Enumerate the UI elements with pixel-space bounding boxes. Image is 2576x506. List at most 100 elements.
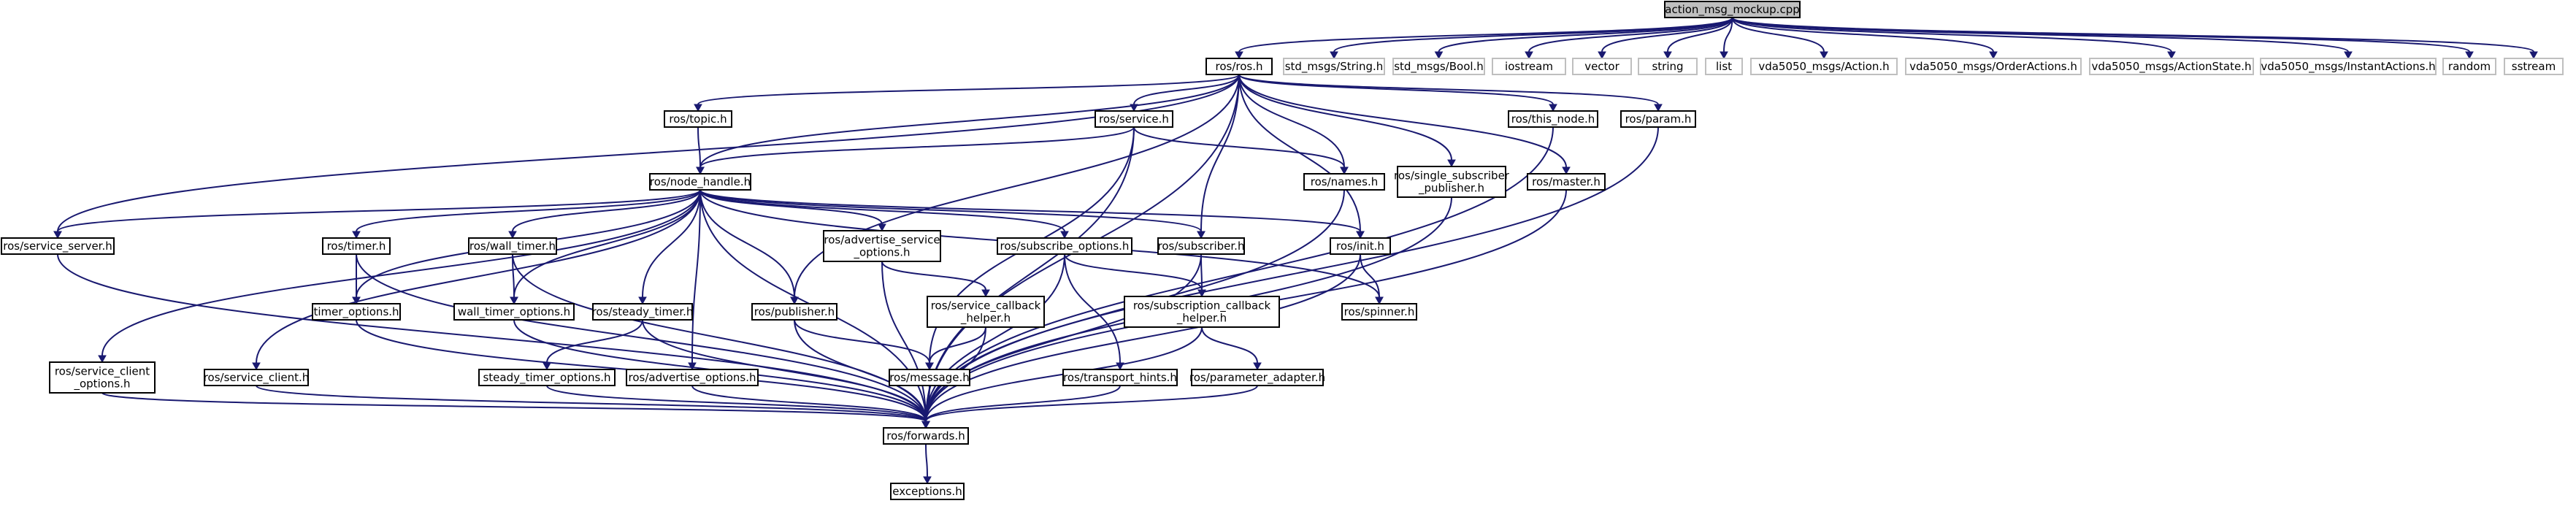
node-exceptions[interactable]: exceptions.h: [890, 483, 965, 500]
node-subscription-callback-helper[interactable]: ros/subscription_callback_helper.h: [1124, 296, 1280, 328]
node-forwards[interactable]: ros/forwards.h: [883, 427, 969, 445]
node-label: vda5050_msgs/InstantActions.h: [2261, 60, 2435, 74]
node-adv-service-opts[interactable]: ros/advertise_service_options.h: [823, 230, 941, 262]
edge-service_callback_helper-to-message: [925, 326, 986, 371]
edge-node_handle-to-adv_service_opts: [699, 189, 886, 232]
node-label: ros/param.h: [1625, 112, 1692, 126]
node-box: [1095, 110, 1173, 128]
node-publisher[interactable]: ros/publisher.h: [751, 303, 837, 321]
node-box: [1283, 58, 1385, 75]
node-service-client-opts[interactable]: ros/service_client_options.h: [49, 361, 156, 394]
node-vector: vector: [1572, 58, 1632, 75]
node-wall-timer-options[interactable]: wall_timer_options.h: [453, 303, 575, 321]
edge-root-to-random: [1731, 17, 2474, 60]
node-parameter-adapter[interactable]: ros/parameter_adapter.h: [1189, 369, 1325, 386]
node-string: string: [1638, 58, 1698, 75]
edge-timer-to-timer_options: [352, 254, 361, 305]
node-label: vector: [1584, 60, 1619, 73]
node-init[interactable]: ros/init.h: [1330, 237, 1391, 255]
edge-root-to-list: [1720, 17, 1733, 60]
edge-service-to-node_handle: [696, 126, 1135, 175]
node-box: [1330, 237, 1391, 255]
node-label: ros/subscribe_options.h: [1000, 239, 1130, 253]
edge-root-to-vector: [1598, 17, 1733, 60]
node-root[interactable]: action_msg_mockup.cpp: [1664, 1, 1801, 18]
node-label: list: [1716, 60, 1732, 73]
node-box: [649, 173, 751, 191]
node-box: [1392, 58, 1485, 75]
edge-init-to-forwards: [921, 253, 1361, 429]
node-service[interactable]: ros/service.h: [1095, 110, 1173, 128]
node-label: ros/wall_timer.h: [469, 239, 556, 253]
node-service-callback-helper[interactable]: ros/service_callback_helper.h: [927, 296, 1045, 328]
node-subscribe-options[interactable]: ros/subscribe_options.h: [997, 237, 1132, 255]
edge-node_handle-to-service_client: [252, 189, 701, 371]
edge-root-to-vda_actionstate: [1731, 17, 2176, 60]
node-names[interactable]: ros/names.h: [1303, 173, 1385, 191]
node-vda-instant: vda5050_msgs/InstantActions.h: [2260, 58, 2437, 75]
node-ros-h[interactable]: ros/ros.h: [1205, 58, 1273, 75]
node-box: [751, 303, 837, 321]
node-label: wall_timer_options.h: [458, 305, 570, 319]
node-vda-orderactions: vda5050_msgs/OrderActions.h: [1905, 58, 2082, 75]
node-wall-timer[interactable]: ros/wall_timer.h: [468, 237, 557, 255]
node-timer[interactable]: ros/timer.h: [322, 237, 391, 255]
edge-ros_h-to-service: [1130, 74, 1240, 112]
node-box: [49, 361, 156, 394]
node-box: [889, 369, 970, 386]
edge-ros_h-to-init: [1238, 74, 1365, 239]
node-box: [883, 427, 969, 445]
node-box: [1, 237, 115, 255]
node-label: ros/advertise_options.h: [629, 371, 756, 385]
node-list: list: [1705, 58, 1743, 75]
node-label: timer_options.h: [313, 305, 399, 319]
edge-root-to-vda_action: [1731, 17, 1828, 60]
node-label: ros/node_handle.h: [650, 175, 751, 189]
edge-ros_h-to-param: [1238, 74, 1663, 112]
node-timer-options[interactable]: timer_options.h: [312, 303, 401, 321]
edge-root-to-std_string: [1330, 17, 1733, 60]
node-box: [2260, 58, 2437, 75]
node-spinner[interactable]: ros/spinner.h: [1341, 303, 1417, 321]
edge-timer-to-forwards: [356, 253, 930, 429]
node-label: ros/master.h: [1532, 175, 1601, 188]
node-service-client[interactable]: ros/service_client.h: [204, 369, 310, 386]
edge-steady_timer-to-steady_timer_options: [543, 319, 643, 371]
node-box: [890, 483, 965, 500]
node-box: [478, 369, 616, 386]
node-label: vda5050_msgs/Action.h: [1758, 60, 1889, 74]
node-steady-timer-options[interactable]: steady_timer_options.h: [478, 369, 616, 386]
node-single-sub[interactable]: ros/single_subscriber_publisher.h: [1394, 166, 1510, 198]
node-std-string: std_msgs/String.h: [1283, 58, 1385, 75]
node-message[interactable]: ros/message.h: [889, 369, 970, 386]
node-box: [997, 237, 1132, 255]
node-transport-hints[interactable]: ros/transport_hints.h: [1062, 369, 1178, 386]
node-subscriber[interactable]: ros/subscriber.h: [1157, 237, 1245, 255]
node-label: ros/this_node.h: [1511, 112, 1595, 126]
edge-root-to-ros_h: [1235, 17, 1733, 60]
edge-ros_h-to-service_server: [53, 74, 1240, 239]
node-label: sstream: [2512, 60, 2556, 73]
node-box: [2442, 58, 2496, 75]
node-label: _options.h: [73, 377, 130, 391]
node-box: [1527, 173, 1606, 191]
node-advertise-options[interactable]: ros/advertise_options.h: [626, 369, 759, 386]
node-label: _options.h: [853, 246, 910, 260]
node-box: [1062, 369, 1178, 386]
node-label: ros/publisher.h: [754, 305, 835, 318]
node-label: ros/service_callback: [931, 299, 1041, 313]
node-steady-timer[interactable]: ros/steady_timer.h: [592, 303, 694, 321]
node-this-node[interactable]: ros/this_node.h: [1508, 110, 1598, 128]
node-label: _helper.h: [1176, 312, 1227, 326]
node-node-handle[interactable]: ros/node_handle.h: [649, 173, 751, 191]
edge-service-to-names: [1133, 126, 1349, 175]
edge-ros_h-to-publisher: [790, 74, 1240, 305]
node-box: [1492, 58, 1566, 75]
node-topic[interactable]: ros/topic.h: [664, 110, 732, 128]
node-service-server[interactable]: ros/service_server.h: [1, 237, 115, 255]
node-master[interactable]: ros/master.h: [1527, 173, 1606, 191]
node-param[interactable]: ros/param.h: [1620, 110, 1696, 128]
node-label: ros/single_subscriber: [1394, 169, 1510, 183]
edge-service_client-to-forwards: [256, 385, 930, 429]
